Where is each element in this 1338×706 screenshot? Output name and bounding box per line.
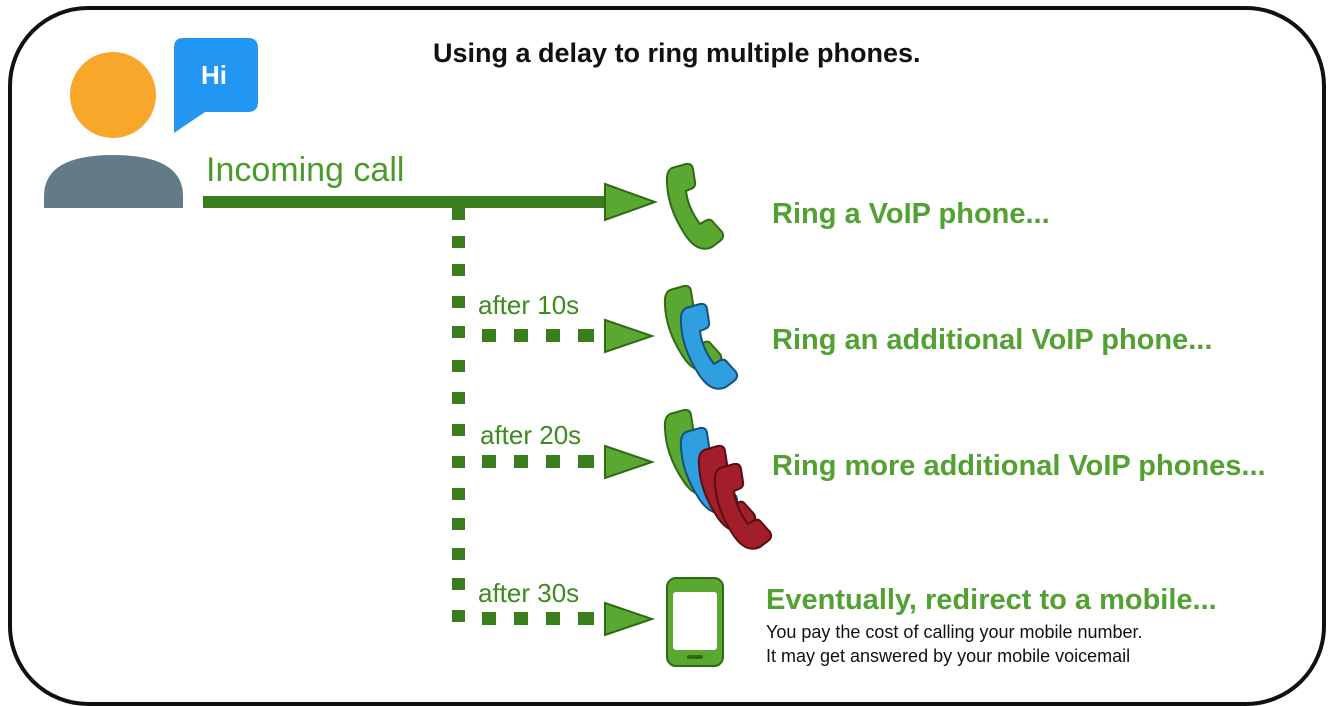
delay-branch-30s bbox=[482, 601, 656, 637]
target-label-more-voip-phones: Ring more additional VoIP phones... bbox=[772, 450, 1266, 482]
mobile-note-voicemail: It may get answered by your mobile voice… bbox=[766, 646, 1131, 666]
phone-handset-icon bbox=[665, 162, 725, 250]
mobile-phone-icon bbox=[666, 577, 724, 667]
person-icon bbox=[44, 52, 183, 208]
incoming-call-label: Incoming call bbox=[206, 151, 405, 189]
delay-label-10s: after 10s bbox=[478, 290, 580, 320]
delay-branch-10s bbox=[482, 318, 656, 354]
speech-bubble-icon bbox=[174, 38, 258, 133]
diagram-title: Using a delay to ring multiple phones. bbox=[433, 38, 921, 68]
target-label-voip-phone: Ring a VoIP phone... bbox=[772, 198, 1050, 230]
flow-diagram bbox=[44, 38, 773, 667]
delay-trunk-line bbox=[452, 208, 465, 622]
target-label-mobile-redirect: Eventually, redirect to a mobile... bbox=[766, 584, 1217, 616]
target-label-additional-voip-phone: Ring an additional VoIP phone... bbox=[772, 324, 1213, 356]
delay-label-20s: after 20s bbox=[480, 420, 582, 450]
double-phone-handset-icon bbox=[663, 284, 739, 390]
delay-label-30s: after 30s bbox=[478, 578, 580, 608]
multiple-phone-handset-icon bbox=[663, 408, 773, 550]
delay-branch-20s bbox=[482, 444, 656, 480]
incoming-call-line bbox=[203, 182, 658, 222]
speech-bubble-text: Hi bbox=[201, 60, 227, 90]
mobile-note-cost: You pay the cost of calling your mobile … bbox=[766, 622, 1143, 642]
